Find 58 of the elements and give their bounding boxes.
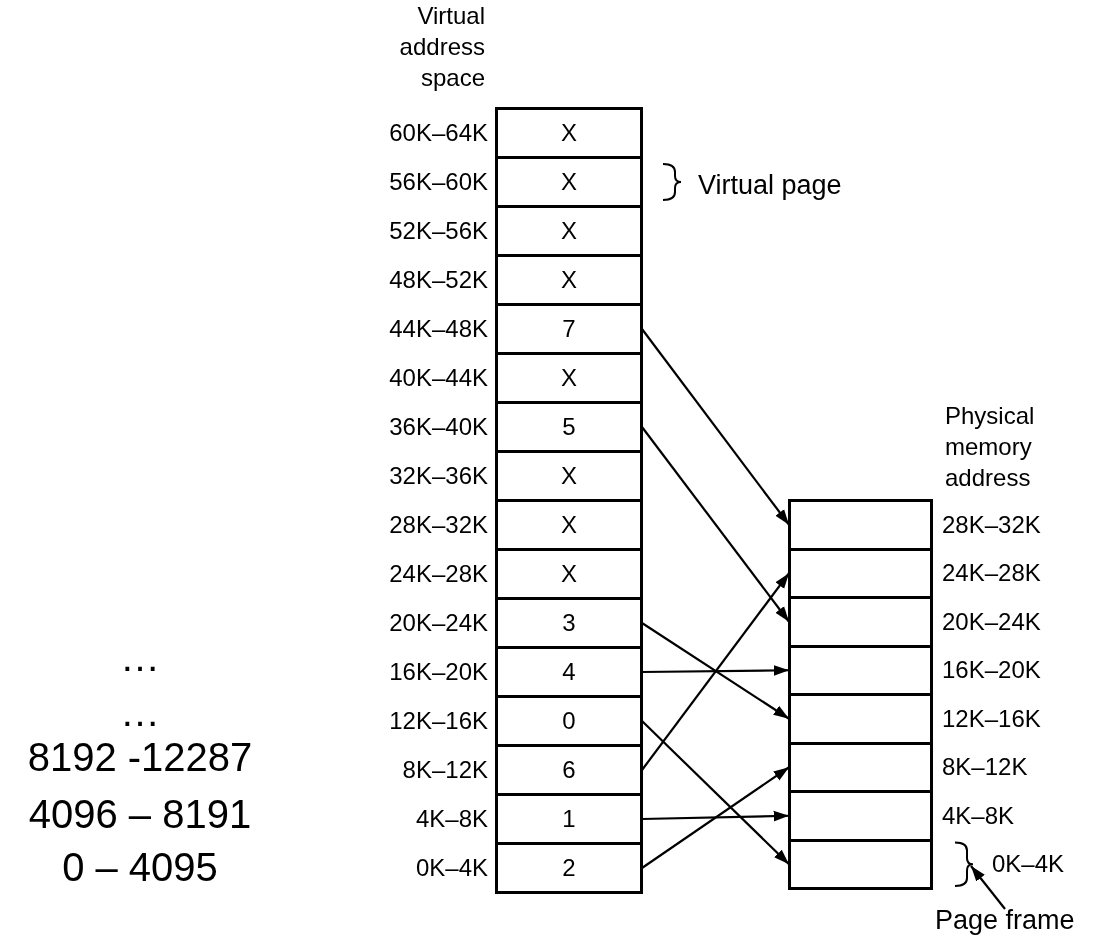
address-range-label: 20K–24K: [942, 607, 1041, 636]
address-range-label: 32K–36K: [389, 462, 488, 490]
address-range-label: 28K–32K: [942, 510, 1041, 539]
address-range-label: 0K–4K: [415, 854, 488, 882]
address-range-label: 60K–64K: [389, 119, 488, 147]
axis-heading: Physical memory address: [945, 401, 1036, 494]
frame-number: X: [561, 119, 577, 147]
address-range-label: 0K–4K: [992, 850, 1065, 879]
frame-number: 6: [562, 756, 576, 784]
frame-number: 3: [562, 609, 576, 637]
frame-number: 2: [562, 854, 576, 882]
axis-heading: Virtual address space: [398, 1, 485, 94]
mapping-arrow: [641, 328, 790, 526]
frame-number: X: [561, 217, 577, 245]
address-range-label: 44K–48K: [389, 315, 488, 343]
leader-arrow: [970, 865, 1006, 910]
mapping-arrow: [641, 622, 790, 720]
mapping-arrow: [641, 426, 790, 623]
address-range-label: 16K–20K: [389, 658, 488, 686]
byte-range-label: 4096 – 8191: [28, 792, 252, 837]
address-range-label: 56K–60K: [389, 168, 488, 196]
callout-text: Page frame: [935, 905, 1075, 936]
address-range-label: 8K–12K: [402, 756, 488, 784]
byte-range-label: 8192 -12287: [27, 735, 253, 780]
address-range-label: 4K–8K: [415, 805, 488, 833]
address-range-label: 8K–12K: [942, 753, 1028, 782]
frame-number: X: [561, 364, 577, 392]
frame-number: 4: [562, 658, 576, 686]
annotation-text: Virtual page: [698, 170, 842, 201]
frame-number: 1: [562, 805, 576, 833]
mapping-arrow: [642, 665, 789, 676]
address-range-label: 36K–40K: [389, 413, 488, 441]
address-range-label: 48K–52K: [389, 266, 488, 294]
address-range-label: 40K–44K: [389, 364, 488, 392]
address-range-label: 16K–20K: [942, 656, 1041, 685]
mapping-arrow: [641, 720, 790, 866]
ellipsis-text: …: [120, 635, 160, 680]
frame-number: 5: [562, 413, 576, 441]
frame-number: 0: [562, 707, 576, 735]
mapping-arrow: [641, 810, 790, 822]
address-range-label: 12K–16K: [942, 704, 1041, 733]
frame-number: X: [561, 511, 577, 539]
address-range-label: 28K–32K: [389, 511, 488, 539]
frame-number: 7: [562, 315, 576, 343]
frame-number: X: [561, 462, 577, 490]
frame-number: X: [561, 168, 577, 196]
frame-number: X: [561, 560, 577, 588]
address-range-label: 4K–8K: [942, 801, 1015, 830]
address-range-label: 20K–24K: [389, 609, 488, 637]
byte-range-label: 0 – 4095: [62, 845, 218, 890]
address-range-label: 12K–16K: [389, 707, 488, 735]
frame-number: X: [561, 266, 577, 294]
mapping-arrow: [641, 766, 790, 869]
address-range-label: 24K–28K: [942, 559, 1041, 588]
address-range-label: 24K–28K: [389, 560, 488, 588]
ellipsis-text: …: [120, 690, 160, 735]
address-range-label: 52K–56K: [389, 217, 488, 245]
mapping-arrow: [641, 572, 790, 771]
